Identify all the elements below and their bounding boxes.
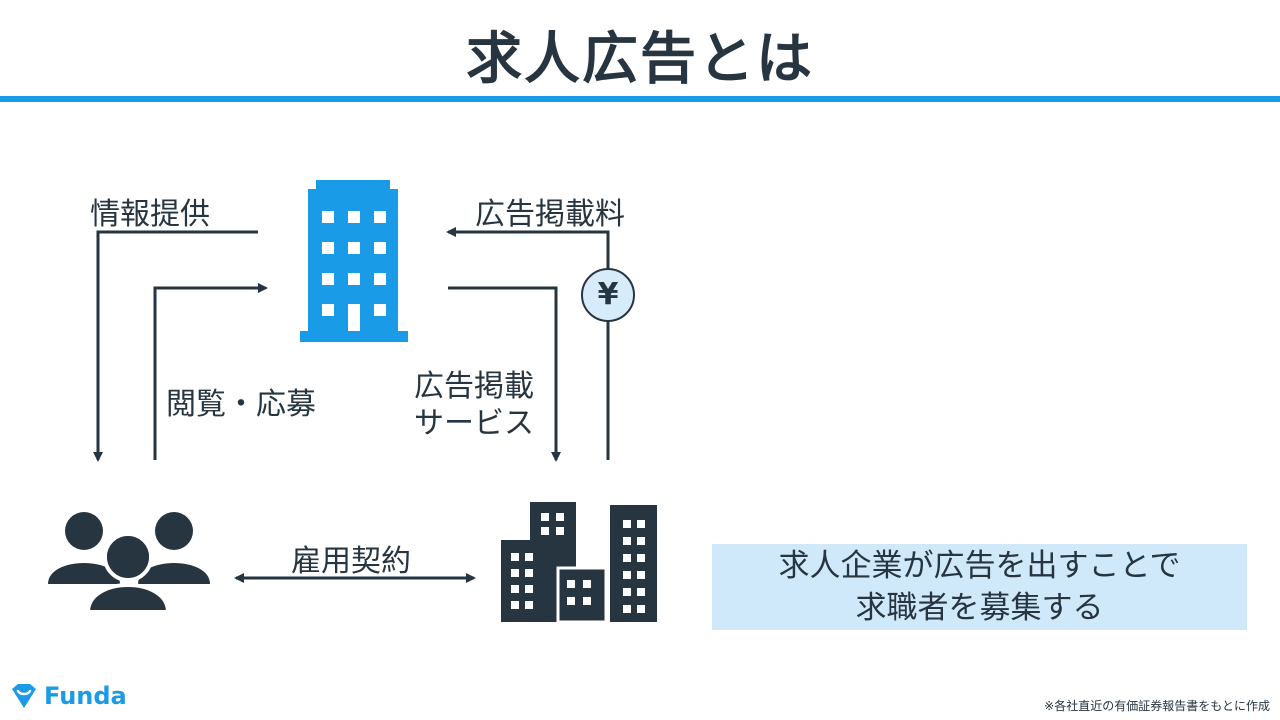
page-title: 求人広告とは <box>466 27 814 92</box>
job-seekers-people-icon <box>48 512 210 614</box>
ad-service-label-line2: サービス <box>414 406 534 441</box>
funda-logo: Funda <box>10 682 127 710</box>
summary-note-box: 求人企業が広告を出すことで 求職者を募集する <box>712 544 1247 630</box>
yen-coin-icon <box>581 268 635 322</box>
media-company-building-icon <box>300 180 408 342</box>
hiring-companies-buildings-icon <box>501 502 657 624</box>
employment-contract-label: 雇用契約 <box>291 544 411 579</box>
ad-service-label-line1: 広告掲載 <box>414 369 534 404</box>
source-note: ※各社直近の有価証券報告書をもとに作成 <box>1044 699 1270 713</box>
funda-logo-text: Funda <box>44 682 127 710</box>
funda-logo-icon <box>12 684 36 708</box>
title-underline <box>0 96 1280 102</box>
info-provision-label: 情報提供 <box>90 197 210 232</box>
ad-service-arrow <box>448 286 561 462</box>
browse-apply-label: 閲覧・応募 <box>166 387 316 422</box>
ad-fee-label: 広告掲載料 <box>475 197 625 232</box>
summary-note-line2: 求職者を募集する <box>855 590 1104 626</box>
browse-apply-arrow <box>153 283 268 460</box>
ad-fee-arrow <box>446 227 610 460</box>
info-provision-arrow <box>93 230 258 462</box>
summary-note-line1: 求人企業が広告を出すことで <box>778 548 1181 584</box>
yen-symbol: ¥ <box>597 277 619 312</box>
